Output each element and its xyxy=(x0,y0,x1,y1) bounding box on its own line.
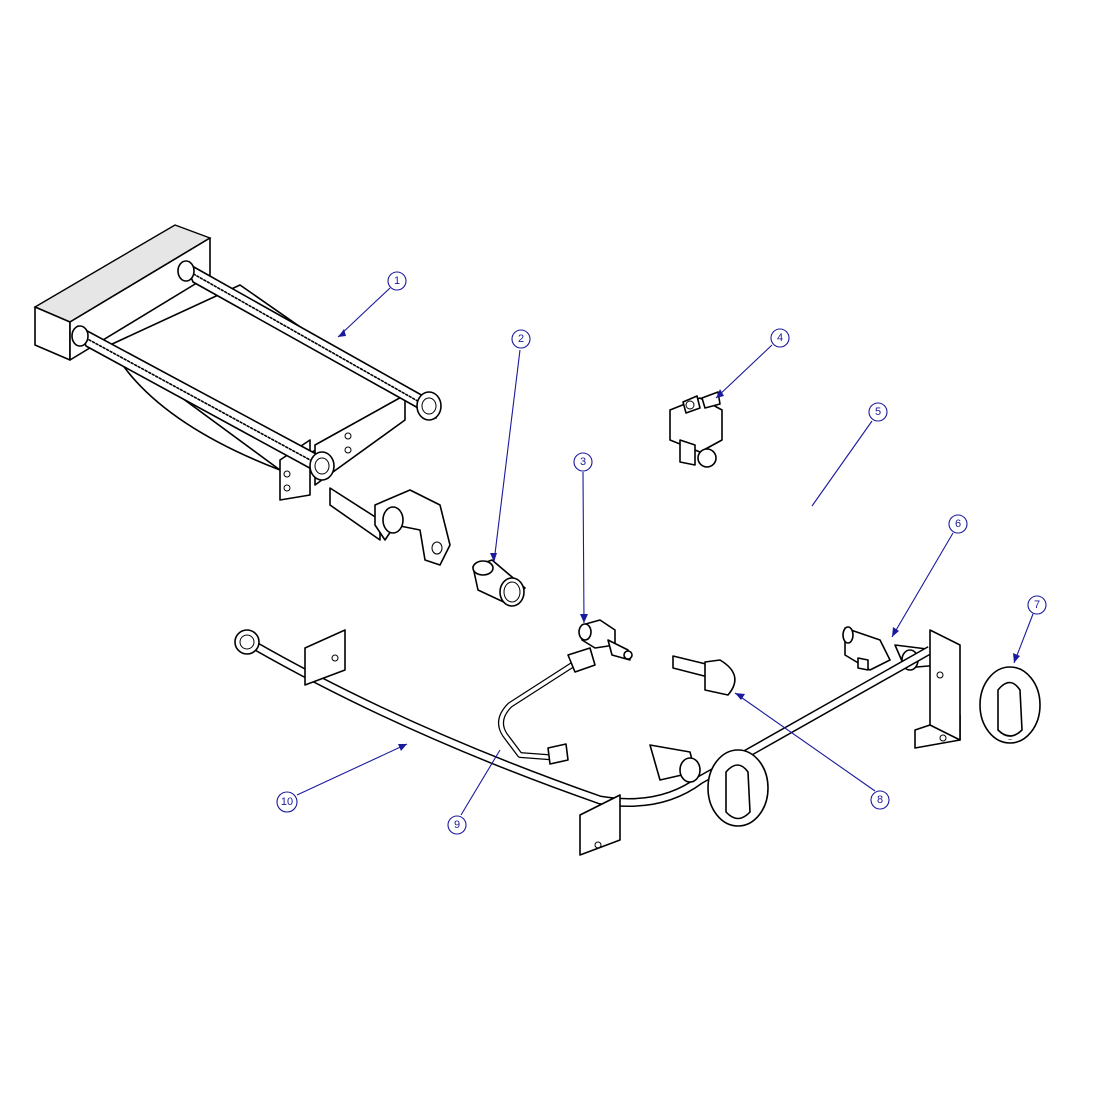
callout-label: 7 xyxy=(1034,599,1040,611)
callout-5: 5 xyxy=(868,402,888,422)
callout-label: 8 xyxy=(877,794,883,806)
part-5-tube xyxy=(746,460,867,632)
callout-9: 9 xyxy=(447,815,467,835)
part-3-valve-fitting xyxy=(578,619,633,661)
leader-lines xyxy=(296,287,1034,816)
callout-label: 10 xyxy=(281,796,293,808)
part-10-manifold xyxy=(234,629,961,856)
callout-2: 2 xyxy=(511,329,531,349)
part-9-bent-tube xyxy=(498,647,596,765)
callout-10: 10 xyxy=(276,791,298,813)
callout-label: 4 xyxy=(777,332,783,344)
part-4-control-valve xyxy=(669,391,723,468)
callout-3: 3 xyxy=(573,452,593,472)
callout-label: 3 xyxy=(580,456,586,468)
part-8-stem xyxy=(672,655,736,696)
part-7-knob: ~ xyxy=(979,666,1041,744)
callout-label: 5 xyxy=(875,406,881,418)
callout-6: 6 xyxy=(948,514,968,534)
callout-label: 9 xyxy=(454,819,460,831)
callouts: 1 2 3 4 5 6 7 8 9 10 xyxy=(276,271,1047,835)
callout-label: 1 xyxy=(394,275,400,287)
callout-1: 1 xyxy=(387,271,407,291)
part-1-burner-assembly xyxy=(33,224,451,566)
callout-4: 4 xyxy=(770,328,790,348)
part-2-sleeve xyxy=(472,559,526,607)
callout-label: 6 xyxy=(955,518,961,530)
callout-7: 7 xyxy=(1027,595,1047,615)
callout-8: 8 xyxy=(870,790,890,810)
svg-text:~: ~ xyxy=(1008,737,1012,744)
callout-label: 2 xyxy=(518,333,524,345)
